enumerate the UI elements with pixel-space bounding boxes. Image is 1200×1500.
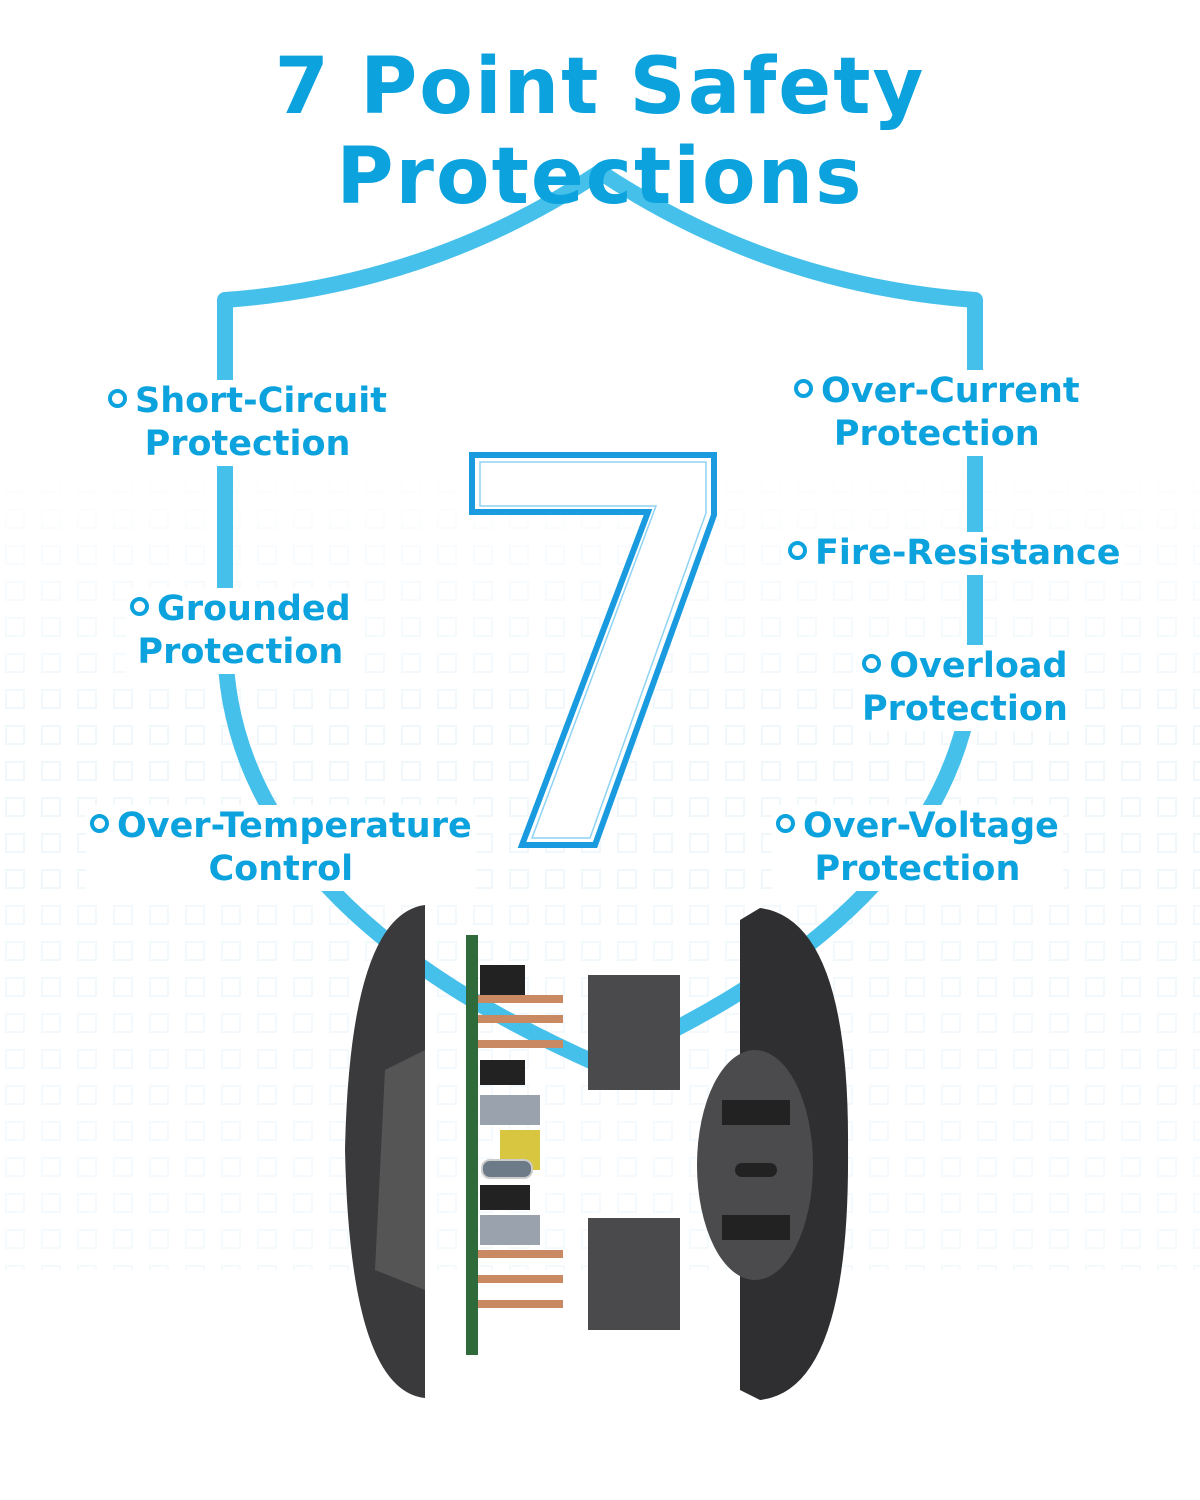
feature-subtitle: Protection	[814, 849, 1021, 889]
feature-subtitle: Protection	[144, 424, 351, 464]
feature-overload: Overload Protection	[858, 645, 1072, 731]
feature-short-circuit: Short-Circuit Protection	[104, 380, 392, 466]
feature-title: Over-Temperature	[117, 806, 472, 846]
feature-title: Over-Voltage	[803, 806, 1059, 846]
feature-grounded: Grounded Protection	[126, 588, 355, 674]
feature-title: Over-Current	[821, 371, 1080, 411]
feature-title: Fire-Resistance	[815, 533, 1121, 573]
page-title: 7 Point Safety Protections	[274, 42, 926, 222]
bullet-circle-icon	[794, 378, 813, 398]
bullet-circle-icon	[90, 813, 109, 833]
feature-subtitle: Protection	[862, 689, 1068, 729]
feature-subtitle: Protection	[833, 414, 1040, 454]
feature-subtitle: Protection	[137, 632, 344, 672]
feature-fire-resistance: Fire-Resistance	[784, 532, 1125, 575]
big-seven-icon	[469, 452, 717, 848]
bullet-circle-icon	[788, 540, 807, 560]
bullet-circle-icon	[776, 813, 795, 833]
feature-over-voltage: Over-Voltage Protection	[772, 805, 1063, 891]
charger-exploded-view	[345, 905, 849, 1400]
feature-title: Grounded	[157, 589, 351, 629]
bullet-circle-icon	[130, 596, 149, 616]
feature-over-temperature: Over-Temperature Control	[86, 805, 476, 891]
feature-subtitle: Control	[208, 849, 354, 889]
feature-title: Overload	[889, 646, 1068, 686]
feature-over-current: Over-Current Protection	[790, 370, 1084, 456]
feature-title: Short-Circuit	[135, 381, 388, 421]
bullet-circle-icon	[108, 388, 127, 408]
bullet-circle-icon	[862, 653, 882, 673]
